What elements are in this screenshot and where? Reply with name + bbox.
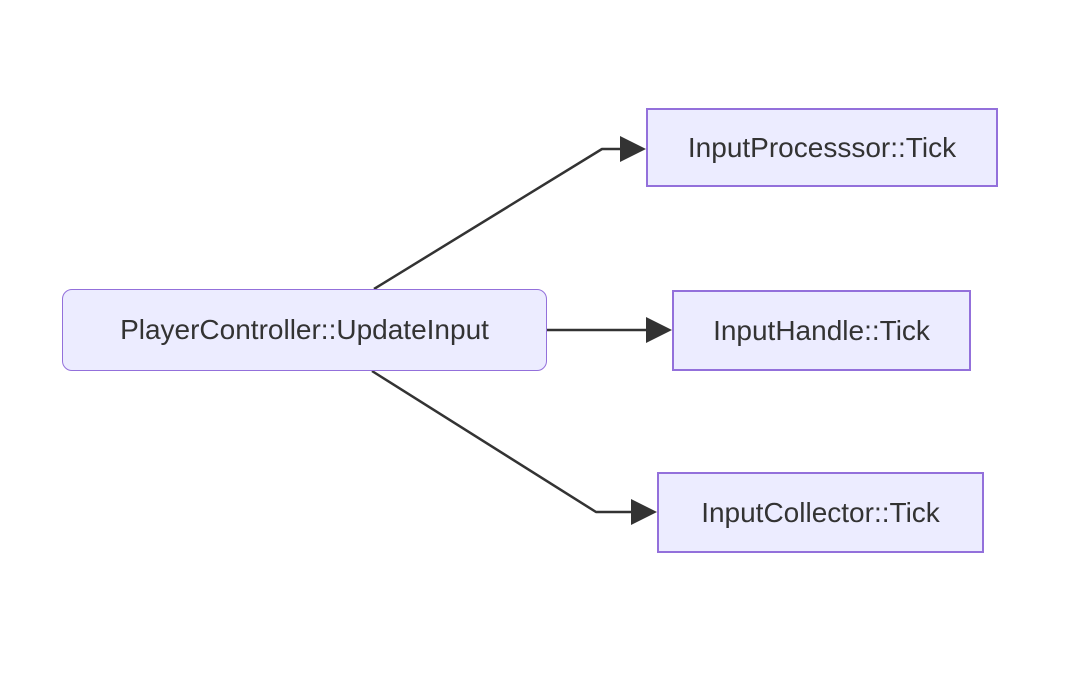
node-inputhandle-tick-label: InputHandle::Tick (713, 314, 930, 346)
node-inputhandle-tick: InputHandle::Tick (672, 290, 971, 371)
node-inputcollector-tick-label: InputCollector::Tick (701, 496, 940, 528)
edge-source-to-collector (371, 369, 632, 514)
edge-source-to-processor (373, 147, 621, 291)
node-inputprocesssor-tick: InputProcesssor::Tick (646, 108, 998, 187)
arrowhead-processor-icon (620, 136, 646, 162)
arrowhead-handle-icon (646, 317, 672, 343)
node-inputprocesssor-tick-label: InputProcesssor::Tick (687, 131, 957, 163)
node-playercontroller-updateinput-label: PlayerController::UpdateInput (120, 314, 489, 346)
node-playercontroller-updateinput: PlayerController::UpdateInput (62, 289, 547, 371)
node-inputcollector-tick: InputCollector::Tick (657, 472, 984, 553)
arrowhead-collector-icon (631, 499, 657, 525)
